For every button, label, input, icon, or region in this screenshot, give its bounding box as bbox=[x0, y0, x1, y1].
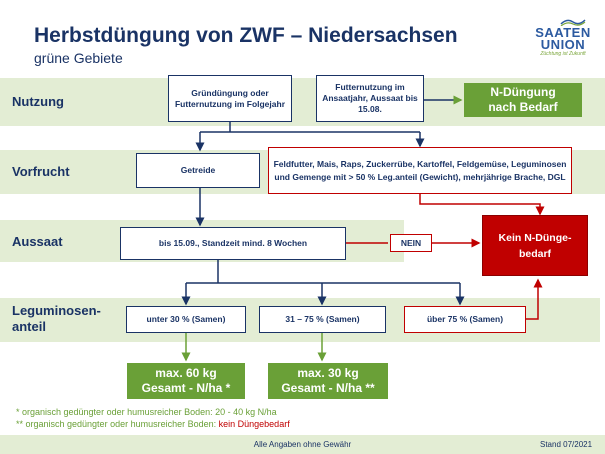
footnote-2-text: ** organisch gedüngter oder humusreicher… bbox=[16, 419, 219, 429]
box-getreide: Getreide bbox=[136, 153, 260, 188]
logo-wave-icon bbox=[560, 19, 586, 26]
box-nein: NEIN bbox=[390, 234, 432, 252]
box-unter-30: unter 30 % (Samen) bbox=[126, 306, 246, 333]
logo-line2: UNION bbox=[540, 37, 586, 52]
box-ueber-75: über 75 % (Samen) bbox=[404, 306, 526, 333]
saaten-union-logo: SAATEN UNION Züchtung ist Zukunft bbox=[530, 18, 596, 58]
footer-disclaimer: Alle Angaben ohne Gewähr bbox=[253, 440, 352, 449]
box-feldfutter: Feldfutter, Mais, Raps, Zuckerrübe, Kart… bbox=[268, 147, 572, 194]
row-label-leguminosen: Leguminosen- anteil bbox=[12, 303, 101, 334]
footer-date: Stand 07/2021 bbox=[540, 440, 593, 449]
box-aussaat: bis 15.09., Standzeit mind. 8 Wochen bbox=[120, 227, 346, 260]
box-gruendungung: Gründüngung oder Futternutzung im Folgej… bbox=[168, 75, 292, 122]
logo-tagline: Züchtung ist Zukunft bbox=[540, 51, 586, 57]
logo-line1: SAATEN bbox=[535, 25, 591, 40]
footnote-2: ** organisch gedüngter oder humusreicher… bbox=[16, 419, 290, 429]
box-n-duengung: N-Düngung nach Bedarf bbox=[464, 83, 582, 117]
page-title: Herbstdüngung von ZWF – Niedersachsen bbox=[34, 24, 458, 47]
box-kein-n-duengebedarf: Kein N-Dünge-bedarf bbox=[482, 215, 588, 276]
box-31-75: 31 – 75 % (Samen) bbox=[259, 306, 386, 333]
row-label-aussaat: Aussaat bbox=[12, 234, 63, 249]
row-label-vorfrucht: Vorfrucht bbox=[12, 164, 70, 179]
footnote-1: * organisch gedüngter oder humusreicher … bbox=[16, 407, 277, 417]
box-max-60: max. 60 kg Gesamt - N/ha * bbox=[127, 363, 245, 399]
row-label-nutzung: Nutzung bbox=[12, 94, 64, 109]
footnote-2-highlight: kein Düngebedarf bbox=[218, 419, 290, 429]
box-futternutzung: Futternutzung im Ansaatjahr, Aussaat bis… bbox=[316, 75, 424, 122]
box-max-30: max. 30 kg Gesamt - N/ha ** bbox=[268, 363, 388, 399]
page-subtitle: grüne Gebiete bbox=[34, 50, 123, 66]
footer-bar bbox=[0, 435, 605, 454]
